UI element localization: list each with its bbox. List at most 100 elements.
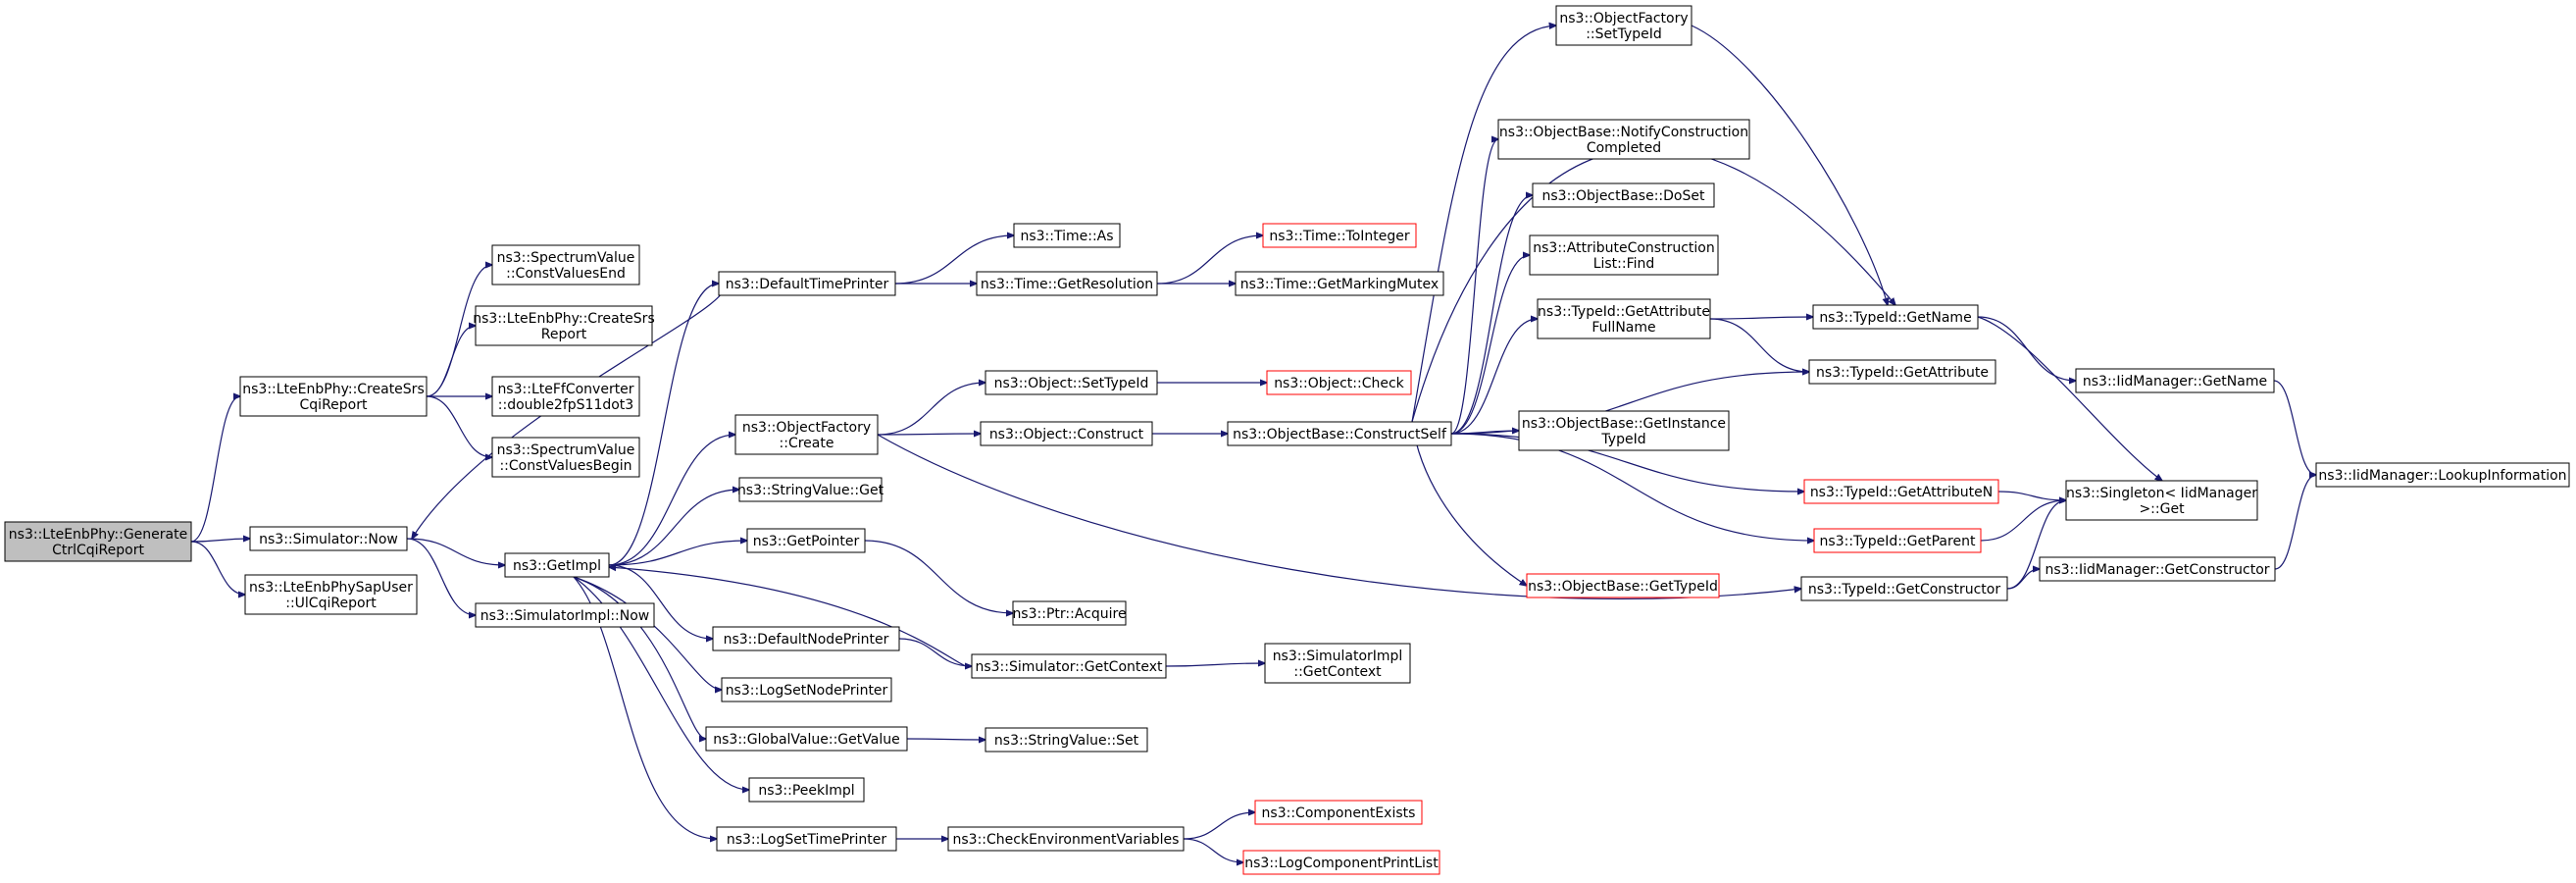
node-compExists[interactable]: ns3::ComponentExists bbox=[1254, 800, 1423, 825]
edge-simNow-to-getImpl bbox=[406, 538, 505, 565]
edge-tidGetName-to-singletonGet bbox=[1977, 316, 2162, 481]
node-label: ns3::Singleton< IidManager bbox=[2066, 486, 2257, 501]
node-label: ns3::Time::GetResolution bbox=[981, 277, 1153, 292]
node-svBegin[interactable]: ns3::SpectrumValue::ConstValuesBegin bbox=[491, 437, 640, 478]
node-label: Report bbox=[541, 327, 587, 342]
node-objConstruct[interactable]: ns3::Object::Construct bbox=[980, 421, 1153, 446]
node-iidGetCtor[interactable]: ns3::IidManager::GetConstructor bbox=[2039, 556, 2276, 582]
node-logSetNodePrinter[interactable]: ns3::LogSetNodePrinter bbox=[721, 677, 892, 702]
node-label: ns3::ObjectFactory bbox=[1559, 11, 1688, 26]
edge-createSrsCqi-to-svBegin bbox=[426, 395, 492, 457]
node-label: ns3::IidManager::GetName bbox=[2083, 374, 2267, 390]
node-gvGetValue[interactable]: ns3::GlobalValue::GetValue bbox=[705, 726, 908, 752]
edge-obConstructSelf-to-tidGetAttrN bbox=[1450, 433, 1804, 492]
node-label: ns3::StringValue::Get bbox=[737, 483, 884, 498]
node-ofSetTypeId[interactable]: ns3::ObjectFactory::SetTypeId bbox=[1555, 5, 1692, 46]
node-box bbox=[1262, 223, 1417, 248]
node-label: ns3::Object::Construct bbox=[989, 427, 1144, 442]
node-svEnd[interactable]: ns3::SpectrumValue::ConstValuesEnd bbox=[491, 244, 640, 286]
node-timeAs[interactable]: ns3::Time::As bbox=[1013, 223, 1121, 248]
node-label: CqiReport bbox=[300, 397, 368, 413]
edge-obConstructSelf-to-acListFind bbox=[1450, 255, 1530, 435]
node-box bbox=[2065, 480, 2258, 521]
node-timeGetMarking[interactable]: ns3::Time::GetMarkingMutex bbox=[1235, 271, 1444, 296]
node-getImpl[interactable]: ns3::GetImpl bbox=[504, 552, 610, 578]
node-objFactCreate[interactable]: ns3::ObjectFactory::Create bbox=[734, 414, 879, 455]
node-timeGetRes[interactable]: ns3::Time::GetResolution bbox=[976, 271, 1158, 296]
edge-getImpl-to-gvGetValue bbox=[573, 576, 706, 739]
node-label: ns3::LteEnbPhy::CreateSrs bbox=[242, 382, 425, 397]
node-box bbox=[2039, 556, 2276, 582]
node-label: TypeId bbox=[1600, 432, 1645, 447]
node-label: ns3::Ptr::Acquire bbox=[1012, 606, 1126, 622]
node-obConstructSelf[interactable]: ns3::ObjectBase::ConstructSelf bbox=[1227, 421, 1452, 446]
node-ptrAcquire[interactable]: ns3::Ptr::Acquire bbox=[1012, 600, 1127, 626]
node-box bbox=[1529, 234, 1719, 276]
node-tidGetAttr[interactable]: ns3::TypeId::GetAttribute bbox=[1808, 359, 1996, 385]
edge-createSrsCqi-to-createSrsReport bbox=[426, 326, 476, 397]
node-defTimePrinter[interactable]: ns3::DefaultTimePrinter bbox=[718, 271, 896, 296]
node-strValGet[interactable]: ns3::StringValue::Get bbox=[737, 477, 884, 502]
node-simImplGetContext[interactable]: ns3::SimulatorImpl::GetContext bbox=[1264, 643, 1411, 684]
node-tidGetAttrN[interactable]: ns3::TypeId::GetAttributeN bbox=[1803, 479, 1999, 504]
node-box bbox=[1526, 573, 1720, 598]
node-label: ns3::PeekImpl bbox=[758, 783, 854, 799]
node-tidGetParent[interactable]: ns3::TypeId::GetParent bbox=[1813, 528, 1982, 553]
node-box bbox=[504, 552, 610, 578]
node-strValSet[interactable]: ns3::StringValue::Set bbox=[985, 727, 1148, 753]
node-iidGetName[interactable]: ns3::IidManager::GetName bbox=[2075, 368, 2275, 393]
node-box bbox=[239, 376, 428, 417]
node-box bbox=[1555, 5, 1692, 46]
node-label: ns3::SimulatorImpl::Now bbox=[480, 608, 650, 624]
node-label: ns3::DefaultTimePrinter bbox=[726, 277, 889, 292]
edge-defTimePrinter-to-timeAs bbox=[894, 235, 1014, 285]
node-timeToInteger[interactable]: ns3::Time::ToInteger bbox=[1262, 223, 1417, 248]
edge-root-to-simNow bbox=[190, 539, 250, 542]
node-obDoSet[interactable]: ns3::ObjectBase::DoSet bbox=[1532, 182, 1715, 208]
node-box bbox=[1537, 298, 1711, 339]
node-label: ns3::SpectrumValue bbox=[497, 250, 635, 266]
node-tidGetName[interactable]: ns3::TypeId::GetName bbox=[1812, 304, 1979, 330]
edge-getImpl-to-objFactCreate bbox=[608, 435, 735, 566]
node-ulCqi[interactable]: ns3::LteEnbPhySapUser::UlCqiReport bbox=[244, 574, 418, 615]
node-obNotify[interactable]: ns3::ObjectBase::NotifyConstructionCompl… bbox=[1497, 119, 1750, 160]
node-label: ns3::LogSetTimePrinter bbox=[727, 832, 887, 848]
node-iidLookup[interactable]: ns3::IidManager::LookupInformation bbox=[2315, 462, 2570, 488]
node-getPointer[interactable]: ns3::GetPointer bbox=[746, 528, 866, 553]
node-logSetTimePrinter[interactable]: ns3::LogSetTimePrinter bbox=[716, 826, 897, 852]
node-objCheck[interactable]: ns3::Object::Check bbox=[1266, 370, 1412, 395]
node-objSetTypeId[interactable]: ns3::Object::SetTypeId bbox=[985, 370, 1158, 395]
node-singletonGet[interactable]: ns3::Singleton< IidManager >::Get bbox=[2065, 480, 2258, 521]
node-simNow[interactable]: ns3::Simulator::Now bbox=[249, 526, 408, 551]
node-label: ::ConstValuesEnd bbox=[506, 266, 626, 282]
node-checkEnv[interactable]: ns3::CheckEnvironmentVariables bbox=[947, 826, 1185, 852]
edge-getImpl-to-peekImpl bbox=[573, 576, 749, 790]
node-box bbox=[1227, 421, 1452, 446]
node-label: ns3::DefaultNodePrinter bbox=[724, 632, 889, 648]
node-peekImpl[interactable]: ns3::PeekImpl bbox=[748, 777, 865, 803]
edge-simGetContext-to-simImplGetContext bbox=[1165, 663, 1265, 666]
node-logCompPrint[interactable]: ns3::LogComponentPrintList bbox=[1242, 850, 1440, 875]
node-box bbox=[1800, 576, 2008, 601]
node-label: ns3::Simulator::Now bbox=[259, 532, 398, 547]
node-simGetContext[interactable]: ns3::Simulator::GetContext bbox=[971, 653, 1167, 679]
node-defNodePrinter[interactable]: ns3::DefaultNodePrinter bbox=[712, 626, 900, 651]
node-box bbox=[244, 574, 418, 615]
node-tidGetCtor[interactable]: ns3::TypeId::GetConstructor bbox=[1800, 576, 2008, 601]
node-simImplNow[interactable]: ns3::SimulatorImpl::Now bbox=[475, 602, 655, 628]
node-ffConv[interactable]: ns3::LteFfConverter::double2fpS11dot3 bbox=[491, 376, 640, 417]
node-box bbox=[2315, 462, 2570, 488]
node-obGetTypeId[interactable]: ns3::ObjectBase::GetTypeId bbox=[1526, 573, 1720, 598]
node-box bbox=[980, 421, 1153, 446]
edge-root-to-createSrsCqi bbox=[190, 396, 240, 543]
edge-getImpl-to-getPointer bbox=[608, 541, 747, 566]
edge-getImpl-to-logSetNodePrinter bbox=[573, 576, 722, 690]
node-box bbox=[985, 370, 1158, 395]
